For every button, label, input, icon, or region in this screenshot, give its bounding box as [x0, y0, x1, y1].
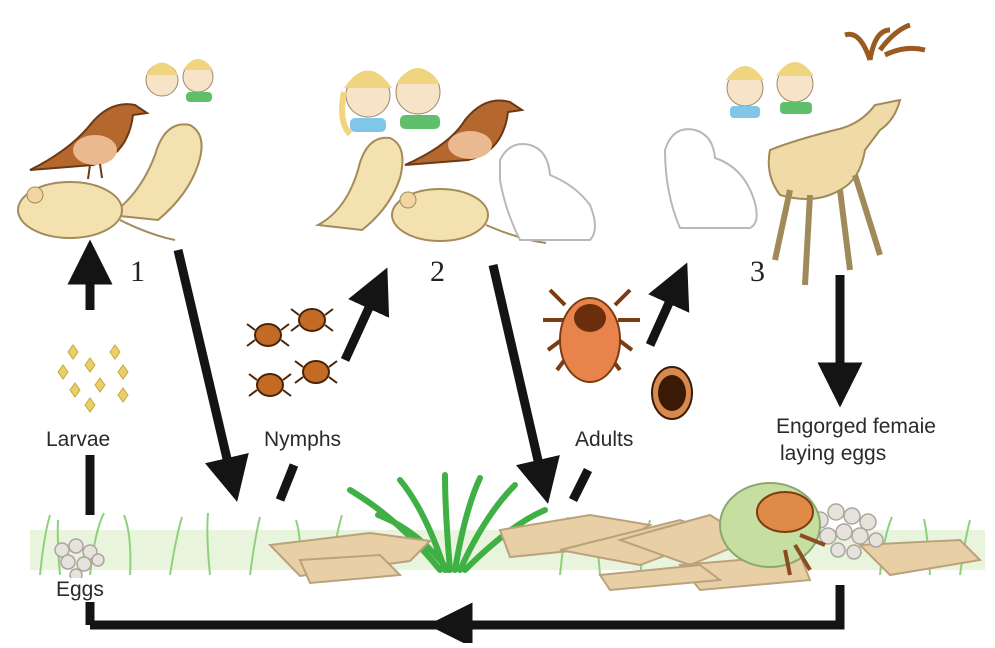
label-engorged-line2: laying eggs: [780, 442, 886, 466]
children-group-3: [726, 62, 814, 118]
dog-2: [665, 129, 757, 228]
dog-1: [500, 144, 595, 240]
larvae-cluster: [58, 345, 128, 412]
stage-number-3: 3: [750, 255, 765, 289]
stage-number-2: 2: [430, 255, 445, 289]
label-engorged-line1: Engorged femaie: [776, 415, 936, 439]
children-group-2: [342, 68, 440, 134]
children-group-1: [146, 59, 213, 102]
label-eggs: Eggs: [56, 578, 104, 602]
label-larvae: Larvae: [46, 428, 110, 452]
label-nymphs: Nymphs: [264, 428, 341, 452]
nymph-ticks: [247, 309, 337, 396]
chipmunk-2: [318, 138, 402, 230]
label-adults: Adults: [575, 428, 633, 452]
bird-1: [30, 104, 147, 179]
stage-number-1: 1: [130, 255, 145, 289]
